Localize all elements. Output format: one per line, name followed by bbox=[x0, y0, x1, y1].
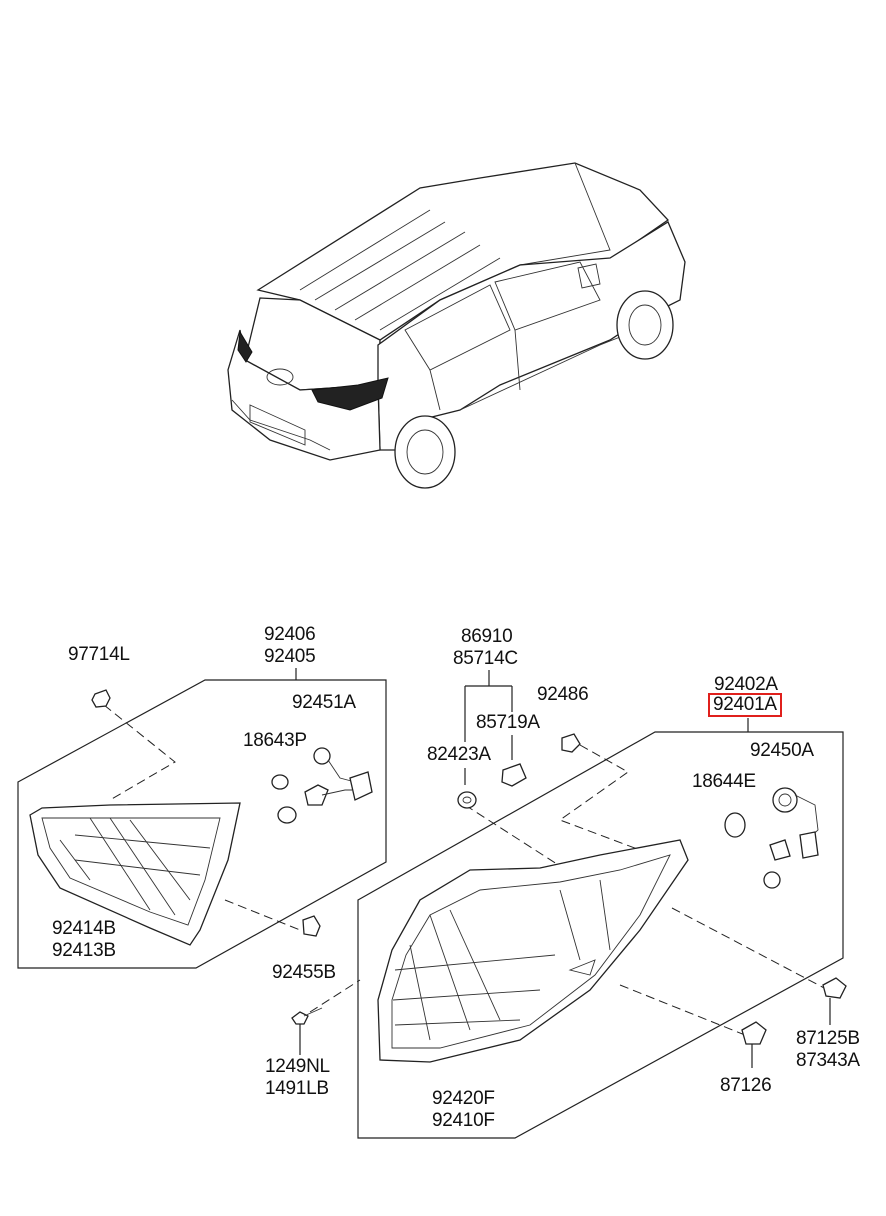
label-87125B: 87125B bbox=[796, 1028, 860, 1049]
label-92402A: 92402A bbox=[714, 674, 778, 695]
middle-fasteners bbox=[291, 670, 641, 1055]
label-group-92406: 92406 92405 bbox=[264, 624, 316, 668]
label-92455B: 92455B bbox=[272, 962, 336, 983]
inner-lamp-assembly bbox=[17, 668, 387, 969]
label-group-87125B: 87125B 87343A bbox=[796, 1028, 860, 1072]
label-92405: 92405 bbox=[264, 646, 316, 667]
label-group-1249NL: 1249NL 1491LB bbox=[265, 1056, 330, 1100]
label-82423A: 82423A bbox=[427, 744, 491, 765]
label-86910: 86910 bbox=[461, 626, 513, 647]
label-92451A: 92451A bbox=[292, 692, 356, 713]
label-92486: 92486 bbox=[537, 684, 589, 705]
label-92410F: 92410F bbox=[432, 1110, 495, 1131]
label-group-86910: 86910 85714C bbox=[453, 626, 518, 670]
label-group-92420F: 92420F 92410F bbox=[432, 1088, 495, 1132]
label-85719A: 85719A bbox=[476, 712, 540, 733]
label-92406: 92406 bbox=[264, 624, 316, 645]
label-18644E: 18644E bbox=[692, 771, 756, 792]
label-1249NL: 1249NL bbox=[265, 1056, 330, 1077]
outer-lamp-assembly bbox=[357, 718, 847, 1139]
label-18643P: 18643P bbox=[243, 730, 307, 751]
label-1491LB: 1491LB bbox=[265, 1078, 329, 1099]
label-92450A: 92450A bbox=[750, 740, 814, 761]
label-92413B: 92413B bbox=[52, 940, 116, 961]
label-92401A-highlighted[interactable]: 92401A bbox=[708, 693, 782, 717]
vehicle-illustration bbox=[227, 162, 686, 489]
label-92420F: 92420F bbox=[432, 1088, 495, 1109]
label-group-92414B: 92414B 92413B bbox=[52, 918, 116, 962]
label-92414B: 92414B bbox=[52, 918, 116, 939]
label-85714C: 85714C bbox=[453, 648, 518, 669]
label-97714L: 97714L bbox=[68, 644, 130, 665]
label-87126: 87126 bbox=[720, 1075, 772, 1096]
label-87343A: 87343A bbox=[796, 1050, 860, 1071]
